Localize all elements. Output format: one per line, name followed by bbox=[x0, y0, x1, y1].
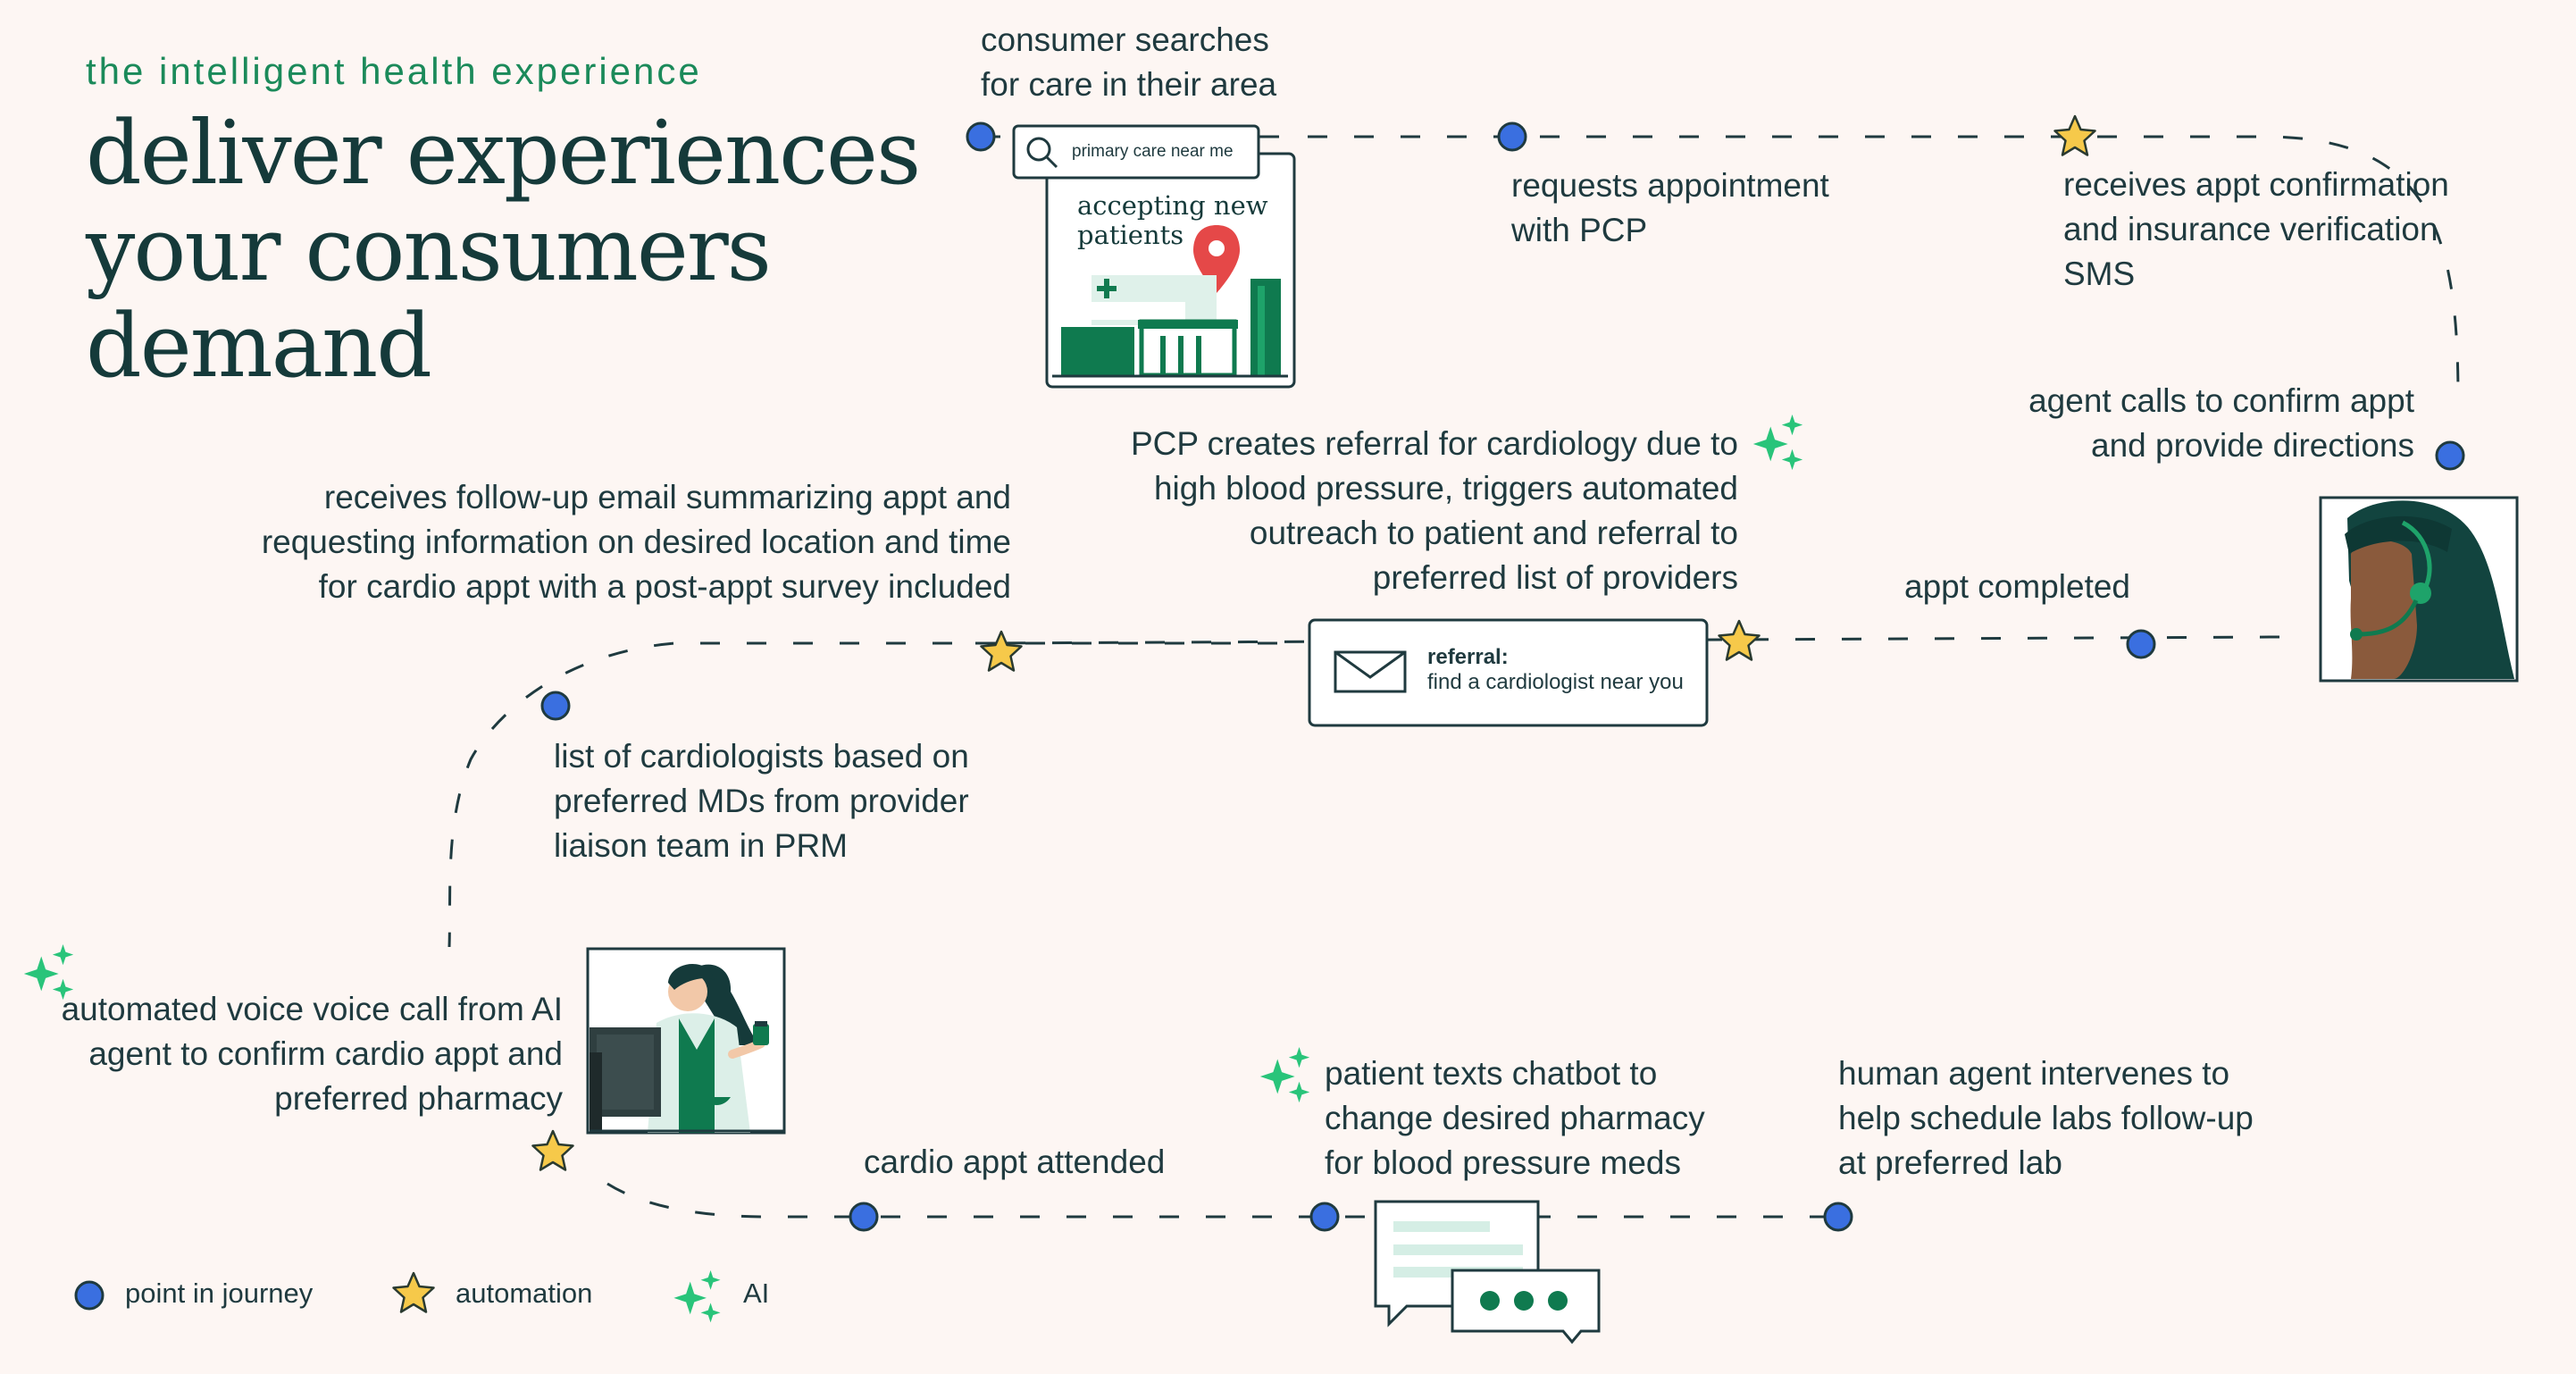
chat-bubbles-illustration bbox=[1374, 1200, 1601, 1345]
step-agent-calls: agent calls to confirm appt and provide … bbox=[2028, 382, 2414, 464]
referral-card bbox=[1308, 618, 1709, 727]
search-card-illustration bbox=[1012, 124, 1296, 389]
search-query-text: primary care near me bbox=[1072, 142, 1234, 161]
step-appt-completed: appt completed bbox=[1904, 568, 2131, 605]
accepting-patients-sign: accepting new patients bbox=[1077, 190, 1268, 250]
ai-sparkle-icon bbox=[673, 1269, 721, 1323]
journey-points bbox=[540, 121, 2465, 1232]
step-consumer-searches: consumer searches for care in their area bbox=[981, 21, 1277, 103]
referral-title: referral: bbox=[1427, 645, 1509, 669]
clinic-building-illustration bbox=[1052, 275, 1288, 378]
legend-automation-label: automation bbox=[456, 1278, 593, 1309]
step-follow-up-email: receives follow-up email summarizing app… bbox=[261, 479, 1011, 605]
point-in-journey-dot bbox=[540, 691, 571, 721]
point-in-journey-dot bbox=[2126, 629, 2156, 659]
step-pcp-creates-referral: PCP creates referral for cardiology due … bbox=[1130, 425, 1738, 596]
point-in-journey-dot bbox=[74, 1280, 105, 1311]
agent-headset-illustration bbox=[2319, 496, 2519, 683]
step-patient-texts-chatbot: patient texts chatbot to change desired … bbox=[1325, 1055, 1705, 1181]
point-in-journey-dot bbox=[1497, 121, 1527, 152]
ai-sparkle-icon bbox=[1752, 414, 1803, 471]
automation-star-icon bbox=[392, 1271, 435, 1313]
step-list-of-cardiologists: list of cardiologists based on preferred… bbox=[554, 738, 969, 864]
step-automated-voice-call: automated voice voice call from AI agent… bbox=[61, 991, 563, 1117]
step-human-agent-intervenes: human agent intervenes to help schedule … bbox=[1838, 1055, 2254, 1181]
referral-body: find a cardiologist near you bbox=[1427, 670, 1684, 694]
point-in-journey-dot bbox=[2435, 440, 2465, 471]
automation-star-icon bbox=[1718, 619, 1761, 661]
point-in-journey-dot bbox=[1823, 1202, 1853, 1232]
headline-line: deliver experiences bbox=[86, 103, 921, 205]
headline-line: demand bbox=[86, 296, 432, 398]
automation-star-icon bbox=[531, 1129, 574, 1171]
point-in-journey-dot bbox=[1309, 1202, 1340, 1232]
eyebrow-title: the intelligent health experience bbox=[86, 50, 702, 92]
automation-star-icon bbox=[980, 630, 1023, 672]
search-icon bbox=[1026, 137, 1058, 169]
point-in-journey-dot bbox=[849, 1202, 879, 1232]
step-requests-appointment: requests appointment with PCP bbox=[1511, 167, 1829, 248]
legend-symbols bbox=[74, 1269, 721, 1323]
automation-star-icon bbox=[2053, 114, 2096, 156]
step-cardio-appt-attended: cardio appt attended bbox=[864, 1144, 1166, 1180]
page-headline: deliver experiences your consumers deman… bbox=[86, 103, 921, 398]
point-in-journey-dot bbox=[966, 121, 996, 152]
envelope-icon bbox=[1334, 650, 1407, 693]
headline-line: your consumers bbox=[86, 199, 772, 301]
legend-ai-label: AI bbox=[743, 1278, 770, 1309]
step-receives-confirmation: receives appt confirmation and insurance… bbox=[2063, 166, 2449, 292]
ai-sparkle-icon bbox=[1259, 1046, 1310, 1103]
legend-point-label: point in journey bbox=[125, 1278, 314, 1309]
doctor-illustration bbox=[586, 947, 786, 1135]
